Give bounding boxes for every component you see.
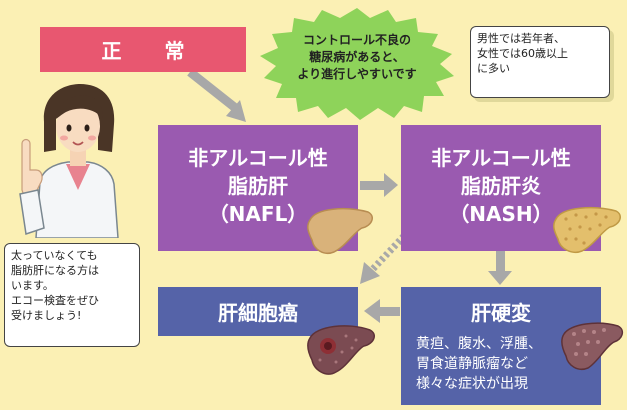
hcc-label: 肝細胞癌	[218, 301, 298, 325]
arrow-nash-to-hcc-dotted-head	[360, 262, 380, 284]
arrow-nafl-to-nash	[360, 181, 384, 190]
age-note: 男性では若年者、 女性では60歳以上 に多い	[470, 26, 610, 98]
nafl-line1: 非アルコール性	[188, 146, 328, 170]
arrow-nash-to-cirrhosis	[496, 251, 505, 273]
cirrhosis-symptoms: 黄疸、腹水、浮腫、 胃食道静脈瘤など 様々な症状が出現	[416, 336, 542, 392]
arrow-normal-to-nafl-head	[226, 100, 246, 122]
normal-stage-box: 正 常	[40, 27, 246, 72]
diabetes-note: コントロール不良の 糖尿病があると、 より進行しやすいです	[297, 33, 417, 81]
normal-stage-label: 正 常	[101, 39, 203, 63]
fatty-liver-icon	[307, 207, 373, 254]
fatty-liver-hepatitis-icon	[553, 206, 621, 253]
arrow-cirrhosis-to-hcc-head	[364, 299, 380, 323]
nash-line1: 非アルコール性	[431, 146, 571, 170]
nash-line2: 脂肪肝炎	[461, 174, 541, 198]
arrow-cirrhosis-to-hcc	[378, 307, 400, 316]
nash-abbr: （NASH）	[449, 202, 553, 226]
doctor-speech-bubble: 太っていなくても 脂肪肝になる方は います。 エコー検査をぜひ 受けましょう!	[4, 243, 140, 347]
nafl-abbr: （NAFL）	[208, 202, 308, 226]
cirrhosis-liver-icon	[561, 322, 624, 370]
arrow-nafl-to-nash-head	[384, 173, 398, 197]
arrow-nash-to-hcc-dotted	[369, 233, 407, 273]
doctor-illustration	[19, 84, 119, 238]
hcc-liver-icon	[307, 325, 375, 375]
nafl-line2: 脂肪肝	[228, 174, 288, 198]
arrow-nash-to-cirrhosis-head	[488, 271, 512, 285]
arrow-normal-to-nafl	[187, 68, 241, 114]
cirrhosis-title: 肝硬変	[471, 301, 531, 325]
diabetes-burst-shape	[260, 8, 454, 120]
